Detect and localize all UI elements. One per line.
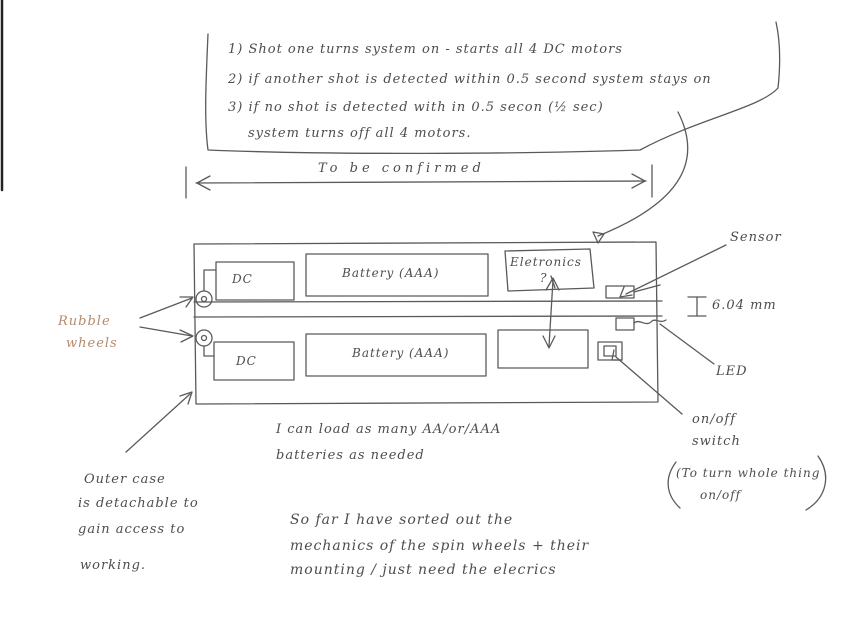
battery-top-label: Battery (AAA) xyxy=(342,266,440,280)
battery-bottom xyxy=(305,333,487,377)
axle-bottom xyxy=(203,345,215,357)
dc-motor-top xyxy=(215,261,295,301)
electronics-box xyxy=(504,248,595,292)
batteries-note-1: I can load as many AA/or/AAA xyxy=(276,422,502,437)
batteries-note-2: batteries as needed xyxy=(276,448,425,463)
rubber-label-2: wheels xyxy=(66,336,118,351)
axle-top xyxy=(203,269,217,292)
dc-top-label: DC xyxy=(232,272,253,286)
battery-top xyxy=(305,253,489,297)
wire-arrow-down xyxy=(542,335,556,349)
led-label: LED xyxy=(716,364,748,379)
bubble-pointer-head xyxy=(592,231,605,244)
switch-box xyxy=(597,341,623,361)
led-block xyxy=(615,317,635,331)
led-pointer-line xyxy=(659,323,715,365)
case-label-4: working. xyxy=(80,558,147,573)
switch-pointer-head xyxy=(611,349,623,361)
rubber-arrow-1 xyxy=(139,297,193,319)
switch-label-2: switch xyxy=(692,434,741,449)
wheel-bottom-hub xyxy=(200,334,208,342)
electronics-label: Eletronics xyxy=(510,255,582,269)
sensor-wire-1 xyxy=(633,284,661,293)
case-label-3: gain access to xyxy=(78,522,186,537)
electronics-question: ? xyxy=(540,271,548,285)
dimension-arrow-right xyxy=(631,173,646,189)
switch-pointer-line xyxy=(615,356,683,415)
switch-note-2: on/off xyxy=(700,488,742,502)
sensor-pointer-head xyxy=(619,286,633,298)
footer-note-3: mounting / just need the elecrics xyxy=(290,562,557,578)
switch-label-1: on/off xyxy=(692,412,737,427)
rail-upper xyxy=(193,300,663,303)
wheel-top xyxy=(195,290,213,308)
switch-note-bracket-left xyxy=(667,461,681,509)
note-line-2: 2) if another shot is detected within 0.… xyxy=(228,72,712,87)
note-line-4: system turns off all 4 motors. xyxy=(248,126,472,141)
dimension-line xyxy=(195,180,647,184)
electronics-box-lower xyxy=(497,329,589,369)
switch-note-1: (To turn whole thing xyxy=(676,466,821,480)
rubber-label-1: Rubble xyxy=(58,314,111,329)
wheel-bottom xyxy=(195,329,213,347)
case-pointer-head xyxy=(179,391,193,405)
electronics-pointer xyxy=(550,275,556,289)
rail-lower xyxy=(193,315,663,318)
led-wire xyxy=(633,319,667,325)
battery-bottom-label: Battery (AAA) xyxy=(352,346,450,360)
switch-note-bracket-right xyxy=(805,455,827,511)
switch-inner xyxy=(603,345,617,357)
wire-arrow-up xyxy=(545,277,560,291)
note-line-1: 1) Shot one turns system on - starts all… xyxy=(228,42,623,57)
notes-bubble-outline xyxy=(205,21,781,155)
case-pointer-line xyxy=(125,393,191,453)
dimension-label: To be confirmed xyxy=(318,161,485,176)
rubber-arrowhead-2 xyxy=(179,329,194,343)
rubber-arrowhead-1 xyxy=(179,296,194,308)
case-label-1: Outer case xyxy=(84,472,166,487)
dimension-arrow-left xyxy=(196,175,211,191)
outer-case xyxy=(193,241,659,405)
case-label-2: is detachable to xyxy=(78,496,199,511)
gap-label: 6.04 mm xyxy=(712,298,777,313)
note-line-3: 3) if no shot is detected with in 0.5 se… xyxy=(228,100,604,115)
bubble-pointer-line xyxy=(597,111,689,237)
wheel-top-hub xyxy=(200,295,208,303)
dc-bottom-label: DC xyxy=(236,354,257,368)
footer-note-1: So far I have sorted out the xyxy=(290,512,514,528)
dc-motor-bottom xyxy=(213,341,295,381)
sensor-label: Sensor xyxy=(730,230,782,245)
footer-note-2: mechanics of the spin wheels + their xyxy=(290,538,590,554)
wire-vertical xyxy=(548,279,554,347)
sensor-pointer-line xyxy=(625,244,727,295)
rubber-arrow-2 xyxy=(139,326,193,337)
